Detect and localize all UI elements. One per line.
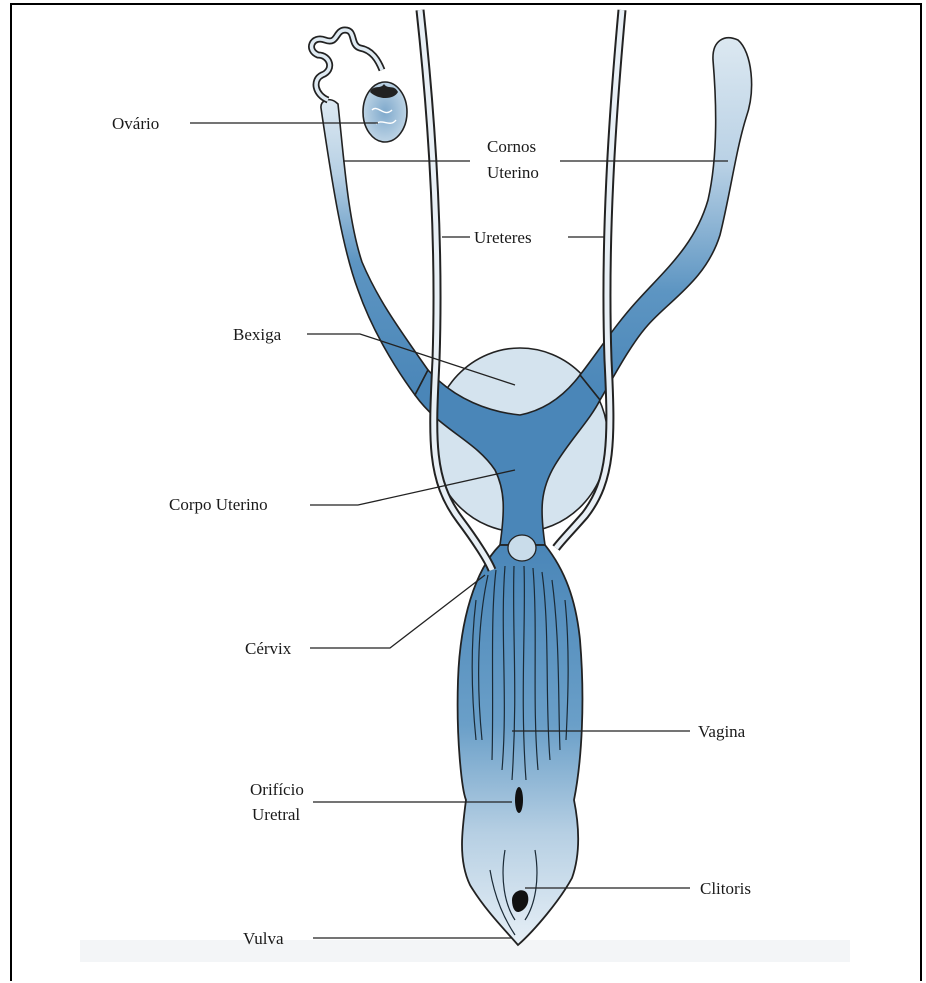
- vagina-body: [458, 545, 583, 945]
- label-orificio-line2: Uretral: [252, 805, 300, 824]
- cervix-shape: [508, 535, 536, 561]
- label-ovario: Ovário: [112, 114, 159, 133]
- label-clitoris: Clitoris: [700, 879, 751, 898]
- floor-shadow: [80, 940, 850, 962]
- ovary-shape: [363, 82, 407, 142]
- label-cornos-line1: Cornos: [487, 137, 536, 156]
- label-vagina: Vagina: [698, 722, 746, 741]
- label-orificio-line1: Orifício: [250, 780, 304, 799]
- urethral-orifice-shape: [515, 787, 523, 813]
- label-bexiga: Bexiga: [233, 325, 282, 344]
- label-ureteres: Ureteres: [474, 228, 532, 247]
- label-vulva: Vulva: [243, 929, 284, 948]
- label-cervix: Cérvix: [245, 639, 292, 658]
- label-corpo-uterino: Corpo Uterino: [169, 495, 268, 514]
- label-cornos-line2: Uterino: [487, 163, 539, 182]
